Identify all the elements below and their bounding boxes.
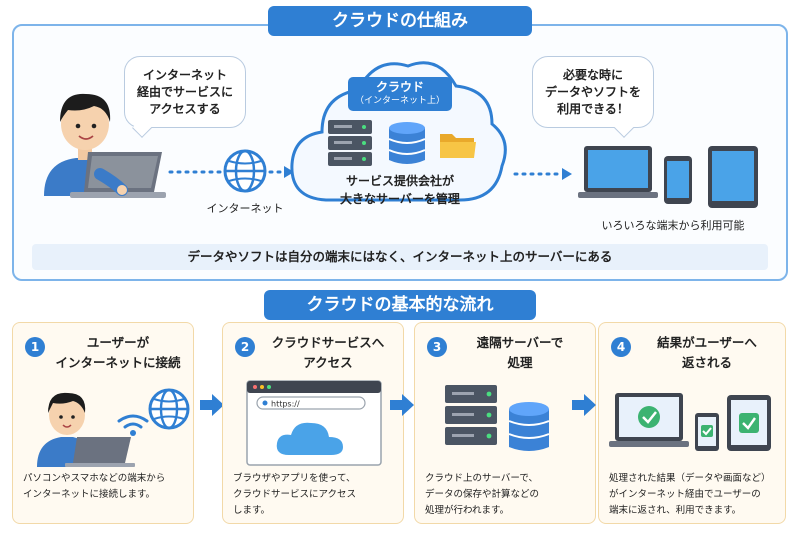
user-speech-bubble: インターネット 経由でサービスに アクセスする [124,56,246,138]
globe-icon [223,149,267,193]
step-card-3: 3 遠隔サーバーで 処理 クラウド上のサーバーで、 データの保存や計算などの 処… [414,322,596,524]
step-title: 遠隔サーバーで 処理 [476,335,564,370]
devices-speech-text: 必要な時に データやソフトを 利用できる！ [544,67,641,116]
devices-speech-bubble: 必要な時に データやソフトを 利用できる！ [532,56,654,138]
browser-illustration: https:// [246,380,382,466]
server-icon [328,120,372,166]
cloud-title: クラウド [375,80,424,94]
step-number: 4 [611,337,631,357]
step-card-2: 2 クラウドサービスへ アクセス https:// ブラウザやアプリを使って、 … [222,322,404,524]
step-description: クラウド上のサーバーで、 データの保存や計算などの 処理が行われます。 [425,473,540,516]
cloud-caption: サービス提供会社が 大きなサーバーを管理 [340,174,460,206]
cloud-subtitle: （インターネット上） [354,96,445,106]
flow-title: クラウドの基本的な流れ [264,290,536,320]
overview-title: クラウドの仕組み [268,6,532,36]
database-icon [388,122,426,164]
arrow-to-cloud [268,166,294,178]
user-connect-illustration [37,388,190,467]
user-laptop-illustration [44,93,166,198]
internet-label: インターネット [206,202,284,215]
step-number: 3 [427,337,447,357]
flow-arrow-2 [390,394,414,416]
url-text: https:// [271,400,300,409]
step-number: 2 [235,337,255,357]
folder-icon [440,134,476,158]
step-title: ユーザーが インターネットに接続 [55,335,181,370]
summary-banner: データやソフトは自分の端末にはなく、インターネット上のサーバーにある [32,244,768,270]
cloud-title-badge: クラウド （インターネット上） [348,77,452,111]
step-number: 1 [25,337,45,357]
server-processing-illustration [445,385,550,451]
flow-arrow-1 [200,394,224,416]
devices-label: いろいろな端末から利用可能 [601,219,745,232]
step-card-4: 4 結果がユーザーへ 返される 処理された結果（データや画面など） がインターネ… [598,322,786,524]
step-description: ブラウザやアプリを使って、 クラウドサービスにアクセス します。 [233,473,357,516]
step-title: 結果がユーザーへ 返される [657,335,757,370]
arrow-to-devices [513,168,572,180]
devices-illustration [578,146,758,208]
dotted-connector-left [168,170,226,174]
results-devices-illustration [609,393,771,451]
step-description: 処理された結果（データや画面など） がインターネット経由でユーザーの 端末に返さ… [609,473,771,516]
step-description: パソコンやスマホなどの端末から インターネットに接続します。 [23,473,166,500]
step-title: クラウドサービスへ アクセス [271,335,385,370]
step-card-1: 1 ユーザーが インターネットに接続 パソコンやスマホなどの端末から インターネ… [12,322,194,524]
flow-arrow-3 [572,394,596,416]
user-speech-text: インターネット 経由でサービスに アクセスする [136,67,233,116]
